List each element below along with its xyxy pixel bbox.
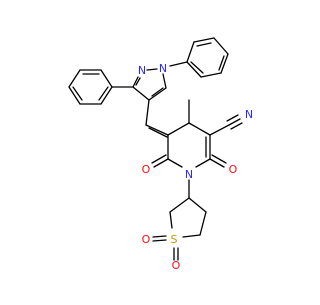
atom-label-sulfone-o-left: O xyxy=(142,233,151,246)
carbonyl-left xyxy=(151,154,169,168)
sulfone-bonds xyxy=(152,235,179,261)
atom-label-nitrile-n: N xyxy=(245,108,253,121)
nitrile-group xyxy=(209,114,243,136)
methylidene-bridge xyxy=(145,99,169,138)
atom-label-pyrazole-n1: N xyxy=(159,62,167,75)
molecule-structure-diagram: N N N O O N S O O xyxy=(68,37,253,272)
sulfolane-ring xyxy=(169,197,207,238)
atom-label-sulfur: S xyxy=(171,233,178,246)
atom-label-pyrazole-n2: N xyxy=(138,64,146,77)
pyrazole-ring xyxy=(132,61,188,101)
c-phenyl-ring xyxy=(68,69,134,105)
atom-label-sulfone-o-bottom: O xyxy=(172,259,181,272)
atom-label-ring-n: N xyxy=(185,168,193,181)
carbonyl-right xyxy=(209,154,227,168)
n-phenyl-ring xyxy=(186,37,229,78)
molecule-svg: N N N O O N S O O xyxy=(68,37,253,272)
pyridinone-ring xyxy=(167,122,211,168)
atom-label-carbonyl-o-left: O xyxy=(142,163,151,176)
atom-label-carbonyl-o-right: O xyxy=(229,163,238,176)
